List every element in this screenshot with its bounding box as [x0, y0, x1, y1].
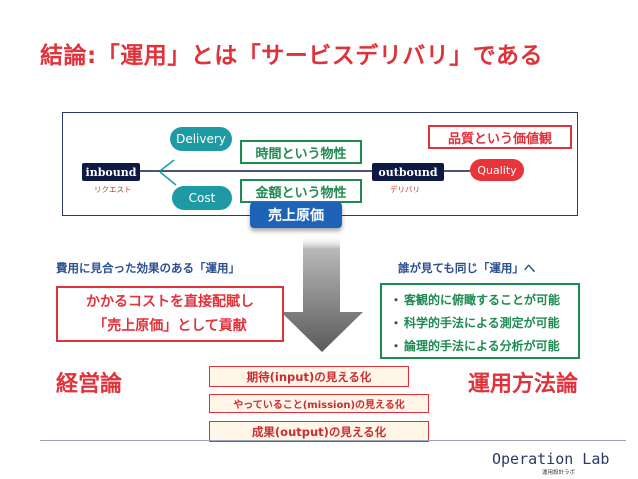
cost-connector: [159, 171, 177, 186]
footer-divider: [40, 440, 626, 441]
outbound-node: outbound: [372, 163, 444, 181]
cost-allocation-box: かかるコストを直接配賦し 「売上原価」として貢献: [56, 286, 284, 342]
cost-allocation-line2: 「売上原価」として貢献: [93, 318, 247, 334]
delivery-connector: [159, 159, 175, 172]
management-theory-label: 経営論: [56, 372, 123, 397]
delivery-bubble: Delivery: [170, 127, 232, 151]
brand-subtitle: 運用設計ラボ: [542, 470, 576, 476]
bullet-item: 論理的手法による分析が可能: [390, 335, 570, 358]
quality-bubble: Quality: [470, 159, 524, 181]
left-heading: 費用に見合った効果のある「運用」: [56, 261, 240, 275]
bullet-item: 客観的に俯瞰することが可能: [390, 289, 570, 312]
cost-of-sales-badge: 売上原価: [250, 202, 342, 228]
cost-allocation-line1: かかるコストを直接配賦し: [86, 294, 254, 310]
cost-bubble: Cost: [172, 186, 232, 210]
operation-methodology-label: 運用方法論: [468, 372, 579, 397]
bullet-item: 科学的手法による測定が可能: [390, 312, 570, 335]
quality-value-label: 品質という価値観: [428, 125, 572, 149]
page-title: 結論:「運用」とは「サービスデリバリ」である: [40, 43, 543, 69]
brand-name: Operation Lab: [492, 450, 610, 468]
output-visualization-box: 成果(output)の見える化: [209, 421, 429, 442]
inbound-node: inbound: [82, 163, 140, 181]
inbound-sublabel: リクエスト: [94, 185, 132, 194]
methodology-bullets: 客観的に俯瞰することが可能 科学的手法による測定が可能 論理的手法による分析が可…: [380, 283, 580, 359]
outbound-sublabel: デリバリ: [390, 185, 420, 194]
right-heading: 誰が見ても同じ「運用」へ: [398, 261, 536, 275]
mission-visualization-box: やっていること(mission)の見える化: [209, 394, 429, 413]
input-visualization-box: 期待(input)の見える化: [209, 366, 409, 387]
time-property-label: 時間という物性: [240, 140, 362, 164]
